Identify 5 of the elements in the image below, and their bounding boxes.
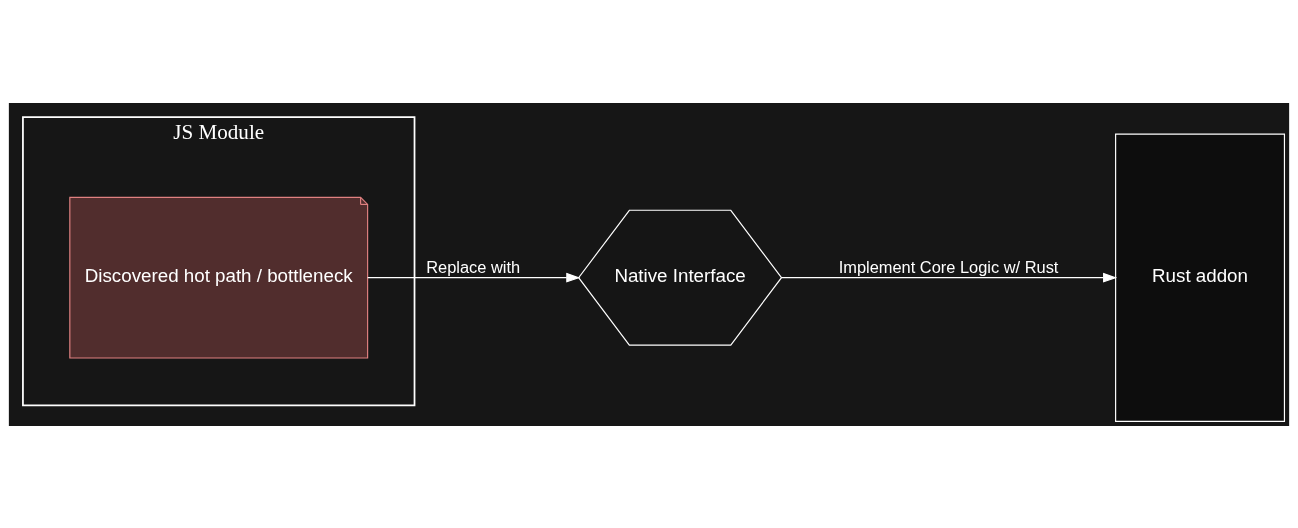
edge-label: Replace with [426,257,521,276]
node-box: Rust addon [1115,133,1286,422]
arrow [781,272,1118,283]
edge-label: Implement Core Logic w/ Rust [838,257,1059,276]
arrow [367,272,581,283]
